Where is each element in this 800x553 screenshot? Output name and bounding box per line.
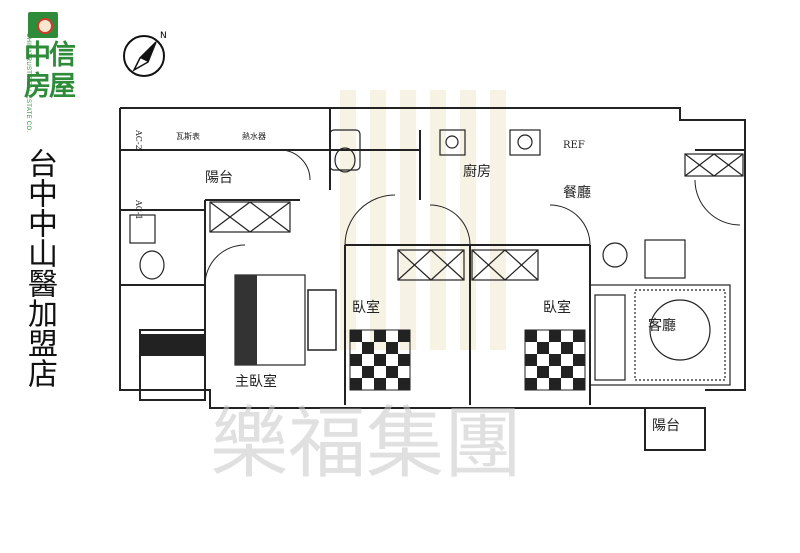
compass-north-label: N: [160, 31, 167, 41]
living-room-furniture: [589, 239, 731, 386]
fixture-label-ref: REF: [563, 140, 585, 151]
compass-icon: N: [123, 31, 167, 77]
room-label-living: 客廳: [648, 317, 676, 334]
cabinets: [209, 153, 744, 281]
logo-emblem: [28, 12, 58, 38]
wall-block: [140, 334, 204, 356]
room-label-balcony-bottom: 陽台: [652, 418, 680, 434]
company-logo: 中信房屋 CHINATRUST REAL ESTATE CO.: [8, 10, 90, 133]
room-label-bedroom-left: 臥室: [352, 299, 380, 316]
bedroom-beds: [349, 329, 586, 391]
logo-text: 中信房屋: [24, 40, 76, 102]
room-label-master-bedroom: 主臥室: [235, 373, 277, 390]
room-label-balcony-top: 陽台: [205, 170, 233, 186]
logo-english-name: CHINATRUST REAL ESTATE CO.: [25, 33, 31, 133]
floor-plan: 陽台 廚房 餐廳 臥室 臥室 客廳 主臥室 陽台 瓦斯表 熱水器 REF AC-…: [119, 90, 746, 489]
fixture-label-water-heater: 熱水器: [242, 131, 266, 141]
fixture-label-gas-meter: 瓦斯表: [176, 131, 200, 141]
fixture-label-ac2: AC-2: [134, 129, 143, 150]
door-swings: [204, 149, 741, 286]
fixture-label-ac1: AC-1: [134, 199, 143, 220]
room-label-kitchen: 廚房: [463, 163, 491, 180]
master-bed: [234, 274, 337, 366]
room-label-dining: 餐廳: [563, 184, 591, 201]
room-label-bedroom-right: 臥室: [543, 299, 571, 316]
store-name: 台中中山醫加盟店: [22, 148, 57, 388]
kitchen-fixtures: [129, 129, 541, 280]
watermark: 樂福集團: [210, 399, 522, 489]
